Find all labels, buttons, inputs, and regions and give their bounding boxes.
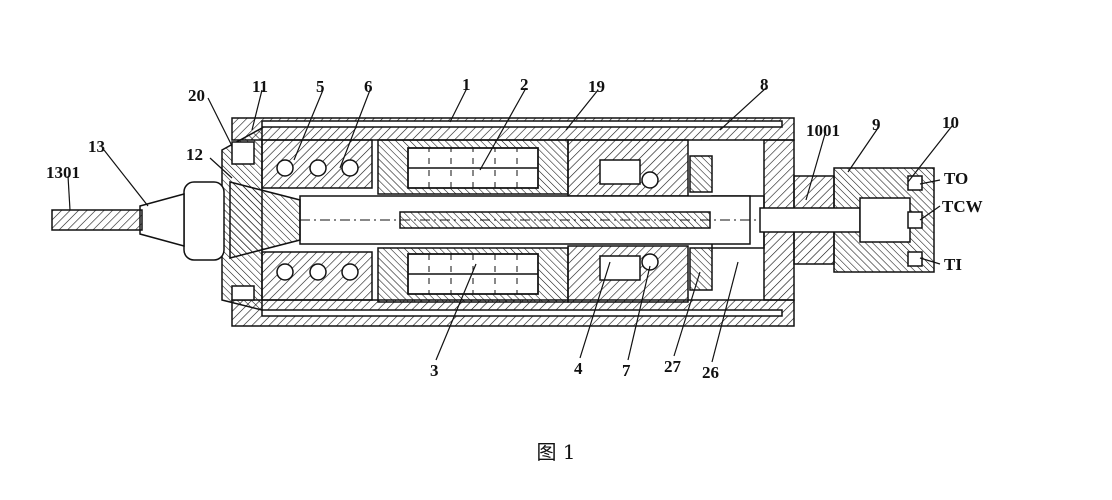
label-12: 12 <box>186 145 203 164</box>
leader-lines <box>67 87 953 363</box>
tool-holder-taper <box>229 181 301 259</box>
label-1: 1 <box>462 75 471 94</box>
front-cap-bolt-bottom <box>231 285 255 301</box>
label-TCW: TCW <box>942 197 983 216</box>
cutting-tool <box>51 209 143 231</box>
label-6: 6 <box>364 77 373 96</box>
label-TI: TI <box>944 255 962 274</box>
label-9: 9 <box>872 115 881 134</box>
figure-caption: 图 1 <box>536 440 576 464</box>
label-1001: 1001 <box>806 121 840 140</box>
front-bearings <box>261 139 373 301</box>
label-10: 10 <box>942 113 959 132</box>
label-27: 27 <box>664 357 682 376</box>
cooling-jacket-top <box>261 120 783 128</box>
spindle-body <box>51 117 935 327</box>
label-1301: 1301 <box>46 163 80 182</box>
label-20: 20 <box>188 86 205 105</box>
encoder-disc <box>689 155 713 193</box>
label-TO: TO <box>944 169 968 188</box>
collet-nut <box>139 193 185 247</box>
front-cap-bolt-top <box>231 141 255 165</box>
rotary-union <box>759 167 935 273</box>
label-7: 7 <box>622 361 631 380</box>
label-4: 4 <box>574 359 583 378</box>
label-26: 26 <box>702 363 719 382</box>
cooling-jacket-bottom <box>261 309 783 317</box>
part-labels: 20 11 5 6 1 2 19 8 1001 9 10 12 13 1301 … <box>46 75 983 382</box>
motor-stator <box>377 139 569 303</box>
label-5: 5 <box>316 77 325 96</box>
label-8: 8 <box>760 75 769 94</box>
label-2: 2 <box>520 75 529 94</box>
label-19: 19 <box>588 77 605 96</box>
label-11: 11 <box>252 77 268 96</box>
label-3: 3 <box>430 361 439 380</box>
tool-holder-flange <box>183 181 225 261</box>
label-13: 13 <box>88 137 105 156</box>
